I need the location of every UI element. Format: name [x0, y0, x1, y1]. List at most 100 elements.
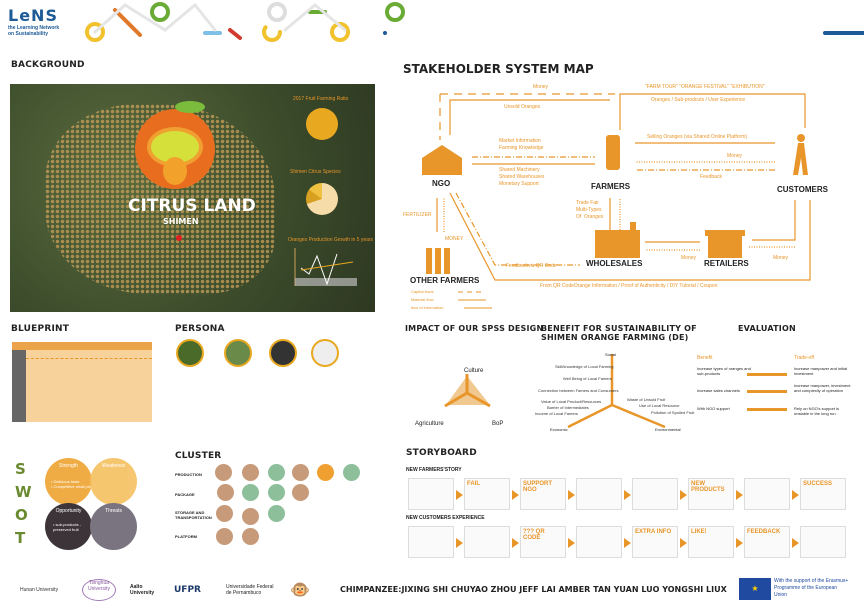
swot-opportunity-label: Opportunity [55, 508, 82, 514]
flow-money-other: MONEY [445, 236, 464, 242]
flow-fertilizer: FERTILIZER [403, 212, 432, 218]
benefit-item: Connection between Famers and Consumers [538, 388, 619, 393]
evaluation-arrow [747, 408, 787, 411]
storyboard-frame [744, 478, 790, 510]
flow-events: "FARM TOUR" "ORANGE FESTIVAL" "EXHIBUTIO… [645, 84, 765, 90]
storyboard-arrow-icon [736, 490, 743, 500]
flow-feedback-qr: Feedbackvia QR Code [506, 263, 557, 269]
storyboard-caption [465, 527, 509, 531]
cluster-node [343, 464, 360, 481]
benefit-item: Income of Local Famers [535, 411, 578, 416]
customer-icon [793, 143, 808, 175]
storyboard-arrow-icon [512, 538, 519, 548]
storyboard-caption [409, 479, 453, 483]
cluster-title: CLUSTER [175, 451, 222, 461]
storyboard-frame: EXTRA INFO [632, 526, 678, 558]
flow-shared-resources: Shared Machinery Shared Warehouses Monet… [499, 167, 545, 187]
flow-money-retail: Money [773, 255, 789, 261]
lens-logo-text: LeNS [8, 6, 58, 25]
flow-money-customers: Money [727, 153, 743, 159]
blueprint-table [12, 342, 152, 422]
benefit-item: Barrier of Intermediates [547, 405, 589, 410]
storyboard-caption: NEW PRODUCTS [691, 481, 725, 493]
cluster-node [268, 505, 285, 522]
node-other-farmers: OTHER FARMERS [410, 276, 480, 285]
eu-flag-icon: ★ [739, 578, 771, 600]
benefit-item: Skill/knowledge of Local Farming [555, 364, 614, 369]
cluster-node [215, 464, 232, 481]
evaluation-benefit: Increase sales channels [697, 388, 740, 393]
storyboard-frame [408, 478, 454, 510]
evaluation-benefit: With NGO support [697, 406, 730, 411]
swot-letters: S W O T [15, 458, 32, 550]
cluster-node [292, 464, 309, 481]
lens-logo: LeNS the Learning Network on Sustainabil… [8, 6, 74, 44]
swot-opportunity: Opportunity • sub-products - preserved f… [45, 503, 92, 550]
swot-strength: Strength • Delicious taste • Competitive… [45, 458, 94, 505]
other-farmers-icon [426, 248, 450, 274]
swot-threats-label: Threats [105, 508, 122, 514]
storyboard-frame: LIKE! [688, 526, 734, 558]
storyboard-frame: ??? QR CODE [520, 526, 566, 558]
swot-letter: O [15, 506, 28, 524]
map-title: STAKEHOLDER SYSTEM MAP [403, 62, 594, 76]
lens-tagline: the Learning Network on Sustainability [8, 25, 60, 37]
cluster-node [242, 508, 259, 525]
storyboard-arrow-icon [624, 538, 631, 548]
swot-threats: Threats [90, 503, 137, 550]
storyboard-frame [464, 526, 510, 558]
storyboard-arrow-icon [792, 538, 799, 548]
swot-letter: T [15, 529, 26, 547]
cluster-node [216, 528, 233, 545]
flow-selling: Selling Oranges (via Shared Online Platf… [647, 134, 748, 140]
cluster-node [268, 464, 285, 481]
benefit-axis-environmental: Environmental [655, 427, 681, 432]
storyboard-row1-label: NEW FARMERS'STORY [406, 467, 462, 473]
storyboard-frame [576, 478, 622, 510]
header-decoration [85, 2, 864, 42]
evaluation-tradeoff: Increase manpower, investment and comple… [794, 383, 851, 393]
growth-line-chart [294, 248, 357, 286]
storyboard-arrow-icon [736, 538, 743, 548]
benefit-item: Well Being of Local Famers [563, 376, 612, 381]
cluster-node [242, 528, 259, 545]
storyboard-arrow-icon [456, 490, 463, 500]
evaluation-benefit-heading: Benefit [697, 355, 713, 361]
flow-money-top: Money [533, 84, 549, 90]
cluster-node [242, 484, 259, 501]
location-dot [176, 235, 182, 241]
storyboard-caption: FAIL [467, 481, 480, 487]
storyboard-title: STORYBOARD [406, 448, 477, 458]
storyboard-arrow-icon [792, 490, 799, 500]
logo-hunan: Hunan University [20, 587, 59, 593]
persona-title: PERSONA [175, 324, 225, 334]
logo-aalto: Aalto University [130, 584, 155, 596]
benefit-item: Pollution of Spoiled Fruit [651, 410, 695, 415]
persona-avatar [224, 339, 252, 367]
team-names: CHIMPANZEE:JIXING SHI CHUYAO ZHOU JEFF L… [340, 585, 727, 594]
chimpanzee-logo-icon: 🐵 [290, 582, 310, 599]
retailer-shop-icon [705, 230, 745, 258]
background-photo: CITRUS LAND SHIMEN 2017 Fruit Farming Ra… [10, 84, 375, 312]
flow-trade-fair: Trade Fair Multi-Types Of Oranges [576, 200, 604, 220]
storyboard-arrow-icon [624, 490, 631, 500]
partner-logos: Hunan University Tsinghua University Aal… [20, 577, 330, 603]
impact-radar [444, 374, 491, 408]
fruit-ratio-pie [306, 108, 338, 140]
storyboard-caption [801, 527, 845, 531]
storyboard-caption [409, 527, 453, 531]
persona-avatar [176, 339, 204, 367]
storyboard-caption: SUPPORT NGO [523, 481, 553, 493]
evaluation-arrow [747, 373, 787, 376]
brand-title: CITRUS LAND [128, 196, 256, 216]
node-farmers: FARMERS [591, 182, 631, 191]
benefit-title: BENEFIT FOR SUSTAINABILITY OF SHIMEN ORA… [541, 324, 697, 342]
benefit-axis-social: Social [605, 352, 616, 357]
benefit-diagram [567, 354, 666, 429]
swot-letter: S [15, 460, 26, 478]
swot-opportunity-items: • sub-products - preserved fruit [53, 522, 82, 532]
ngo-building-icon [422, 145, 462, 175]
cluster-node [268, 484, 285, 501]
impact-axis-agriculture: Agriculture [415, 421, 444, 427]
logo-tsinghua: Tsinghua University [82, 579, 116, 601]
